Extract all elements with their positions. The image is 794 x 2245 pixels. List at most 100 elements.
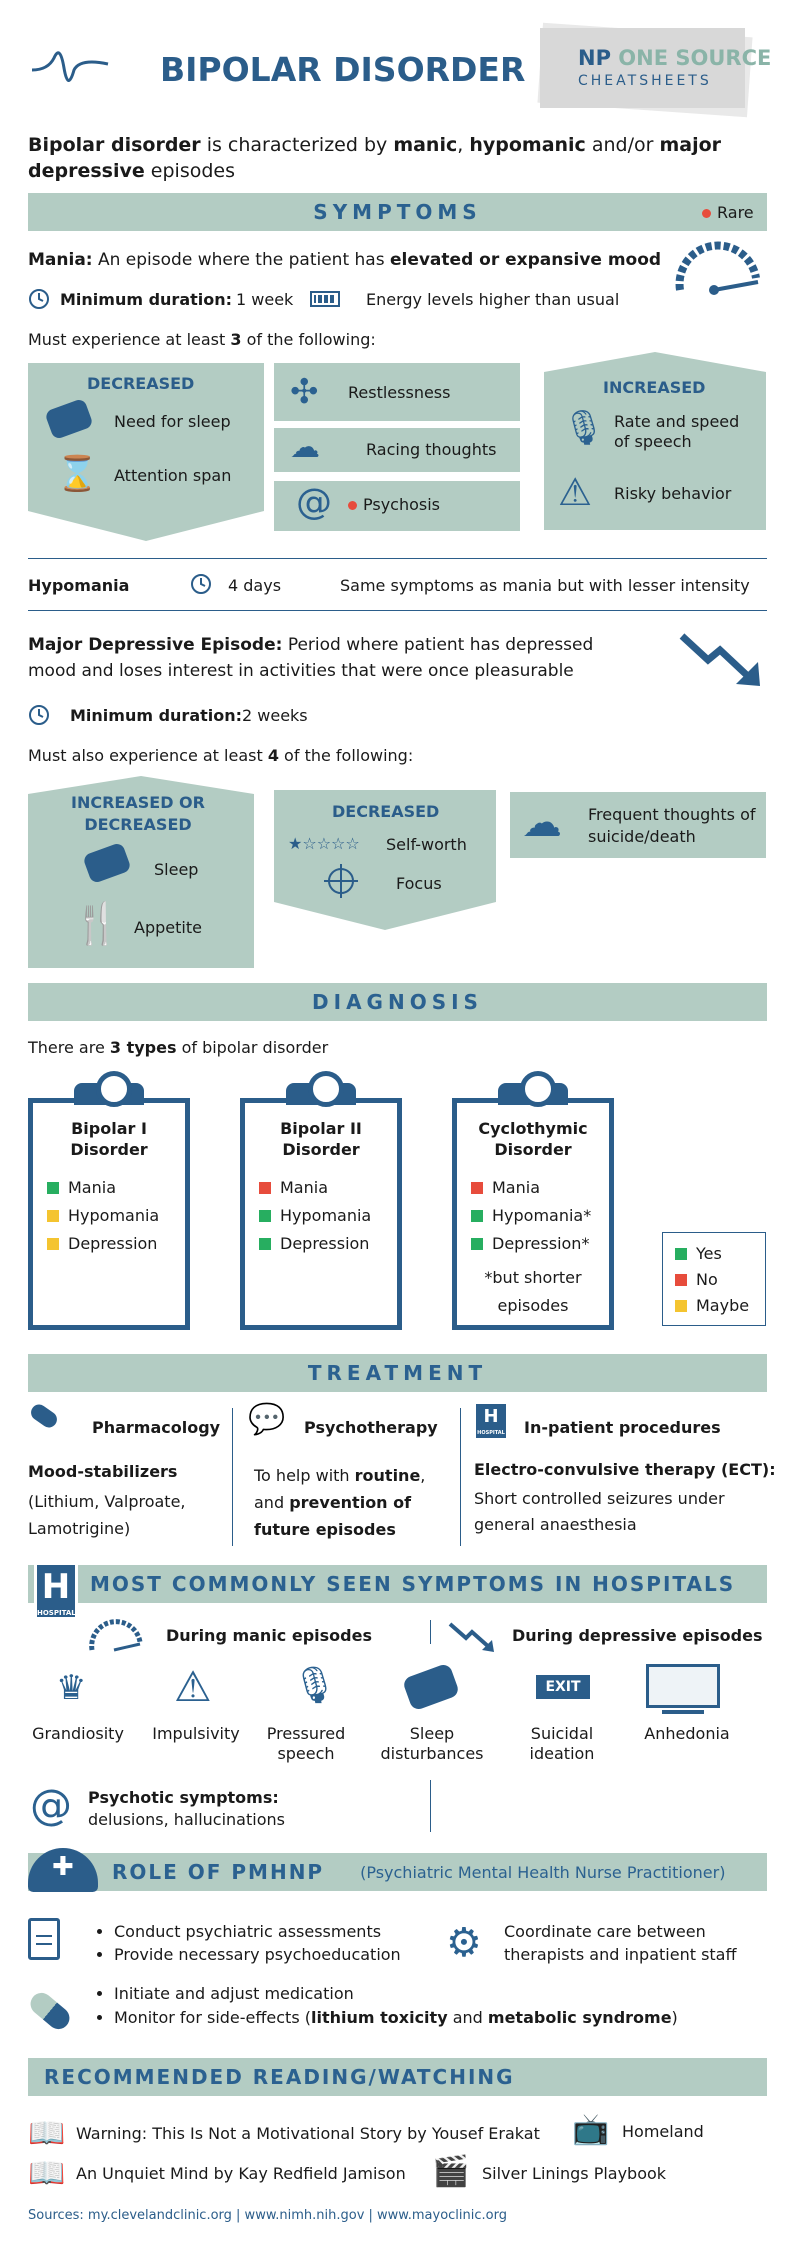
warning-icon: ⚠ xyxy=(174,1662,212,1711)
divider xyxy=(430,1620,431,1644)
warning-icon: ⚠ xyxy=(558,470,593,514)
psychosis: Psychosis xyxy=(348,495,440,514)
crosshair-icon xyxy=(324,864,358,898)
role-list-2: Initiate and adjust medicationMonitor fo… xyxy=(96,1982,678,2030)
psychotherapy-text: To help with routine, and prevention of … xyxy=(254,1466,426,1539)
increased-heading: INCREASED xyxy=(603,378,706,397)
psychotherapy-heading: Psychotherapy xyxy=(304,1418,438,1437)
pharmacology-heading: Pharmacology xyxy=(92,1418,221,1437)
ect-text: Short controlled seizures under general … xyxy=(474,1489,725,1534)
sources: Sources: my.clevelandclinic.org | www.ni… xyxy=(28,2208,507,2223)
divider xyxy=(28,610,767,611)
treatment-band: TREATMENT xyxy=(28,1354,767,1392)
appetite: Appetite xyxy=(134,918,202,937)
checklist-icon xyxy=(28,1918,60,1960)
legend: Yes No Maybe xyxy=(662,1232,766,1326)
fork-knife-icon: 🍴 xyxy=(72,901,122,947)
exit-sign-icon: EXIT xyxy=(536,1675,590,1699)
mde-definition: Major Depressive Episode: Period where p… xyxy=(28,635,594,681)
suicidal-ideation: Suicidal ideation xyxy=(529,1724,595,1763)
role-band: ROLE OF PMHNP(Psychiatric Mental Health … xyxy=(28,1853,767,1891)
ect-label: Electro-convulsive therapy (ECT): xyxy=(474,1460,776,1479)
inc-dec-panel xyxy=(28,776,254,968)
clapperboard-icon: 🎬 xyxy=(432,2154,470,2189)
mood-stabilizers: Mood-stabilizers xyxy=(28,1462,178,1481)
min-duration-label: Minimum duration: xyxy=(70,706,243,725)
diagnosis-intro: There are 3 types of bipolar disorder xyxy=(28,1038,329,1057)
speech-bubbles-icon: 💬 xyxy=(248,1402,286,1437)
racing-thoughts: Racing thoughts xyxy=(366,440,497,459)
sleep: Sleep xyxy=(154,860,199,879)
cyclothymic-note: *but shorter episodes xyxy=(484,1268,582,1315)
gauge-icon xyxy=(89,1619,143,1652)
decreased-heading: DECREASED xyxy=(87,374,195,393)
fast-cloud-icon: ☁ xyxy=(290,430,320,465)
pill-icon xyxy=(26,1988,74,2034)
restlessness: Restlessness xyxy=(348,383,451,402)
tv-icon: 📺 xyxy=(572,2112,610,2147)
pill-icon xyxy=(27,1401,61,1431)
book-icon: 📖 xyxy=(28,2116,66,2151)
book-icon: 📖 xyxy=(28,2156,66,2191)
must-experience-4: Must also experience at least 4 of the f… xyxy=(28,746,414,765)
divider xyxy=(460,1408,461,1546)
brand-name: NP ONE SOURCE xyxy=(578,46,772,70)
monitor-stand xyxy=(662,1710,704,1714)
must-experience-3: Must experience at least 3 of the follow… xyxy=(28,330,376,349)
psychotic-label: Psychotic symptoms: xyxy=(88,1788,279,1807)
manic-heading: During manic episodes xyxy=(166,1626,372,1645)
restlessness-box xyxy=(274,363,520,421)
impulsivity: Impulsivity xyxy=(152,1724,240,1743)
depressive-heading: During depressive episodes xyxy=(512,1626,763,1645)
symptoms-band: SYMPTOMS xyxy=(28,193,767,231)
reading-3: An Unquiet Mind by Kay Redfield Jamison xyxy=(76,2164,406,2183)
sleep-disturbances: Sleep disturbances xyxy=(380,1724,484,1763)
battery-icon xyxy=(310,291,340,307)
pillow-icon xyxy=(404,1665,458,1709)
microphone-icon: 🎙 xyxy=(562,408,606,448)
hypomania-duration: 4 days xyxy=(228,576,282,595)
increased-panel xyxy=(544,352,766,530)
attention-span: Attention span xyxy=(114,466,232,485)
intro: Bipolar disorder is characterized by man… xyxy=(28,134,722,182)
psychosis-box xyxy=(274,481,520,531)
coordinate-care: Coordinate care between therapists and i… xyxy=(504,1922,737,1964)
clock-icon xyxy=(29,289,49,309)
brand-sub: CHEATSHEETS xyxy=(578,73,712,89)
trend-down-icon xyxy=(448,1622,494,1652)
pressured-speech: Pressured speech xyxy=(266,1724,346,1763)
spiral-icon: @ xyxy=(30,1780,72,1829)
risky-behavior: Risky behavior xyxy=(614,484,732,503)
reading-2: Homeland xyxy=(622,2122,704,2141)
psychotic-text: delusions, hallucinations xyxy=(88,1810,285,1829)
monitor-icon xyxy=(646,1664,720,1708)
reading-4: Silver Linings Playbook xyxy=(482,2164,667,2183)
role-list-1: Conduct psychiatric assessmentsProvide n… xyxy=(96,1920,401,1966)
self-worth: Self-worth xyxy=(386,835,467,854)
storm-cloud-icon: ☁ xyxy=(522,800,562,846)
page-title: BIPOLAR DISORDER xyxy=(160,50,526,89)
hourglass-icon: ⌛ xyxy=(56,454,99,494)
rare-legend: Rare xyxy=(702,203,754,222)
diagnosis-band: DIAGNOSIS xyxy=(28,983,767,1021)
fidget-spinner-icon: ✣ xyxy=(290,372,319,412)
suicide-box xyxy=(510,792,766,858)
microphone-icon: 🎙 xyxy=(292,1665,338,1706)
hypomania-label: Hypomania xyxy=(28,576,130,595)
mania-duration: 1 week xyxy=(236,290,294,309)
divider xyxy=(430,1780,431,1832)
racing-box xyxy=(274,428,520,472)
divider xyxy=(28,558,767,559)
drug-list: (Lithium, Valproate, Lamotrigine) xyxy=(28,1492,186,1538)
inc-dec-heading: INCREASED OR DECREASED xyxy=(71,793,205,834)
min-duration-label: Minimum duration: xyxy=(60,290,233,309)
crown-icon: ♛ xyxy=(56,1668,87,1708)
brand-logo-card xyxy=(540,28,745,108)
inpatient-heading: In-patient procedures xyxy=(524,1418,721,1437)
hypomania-text: Same symptoms as mania but with lesser i… xyxy=(340,576,750,595)
hospitals-band: MOST COMMONLY SEEN SYMPTOMS IN HOSPITALS xyxy=(28,1565,767,1603)
